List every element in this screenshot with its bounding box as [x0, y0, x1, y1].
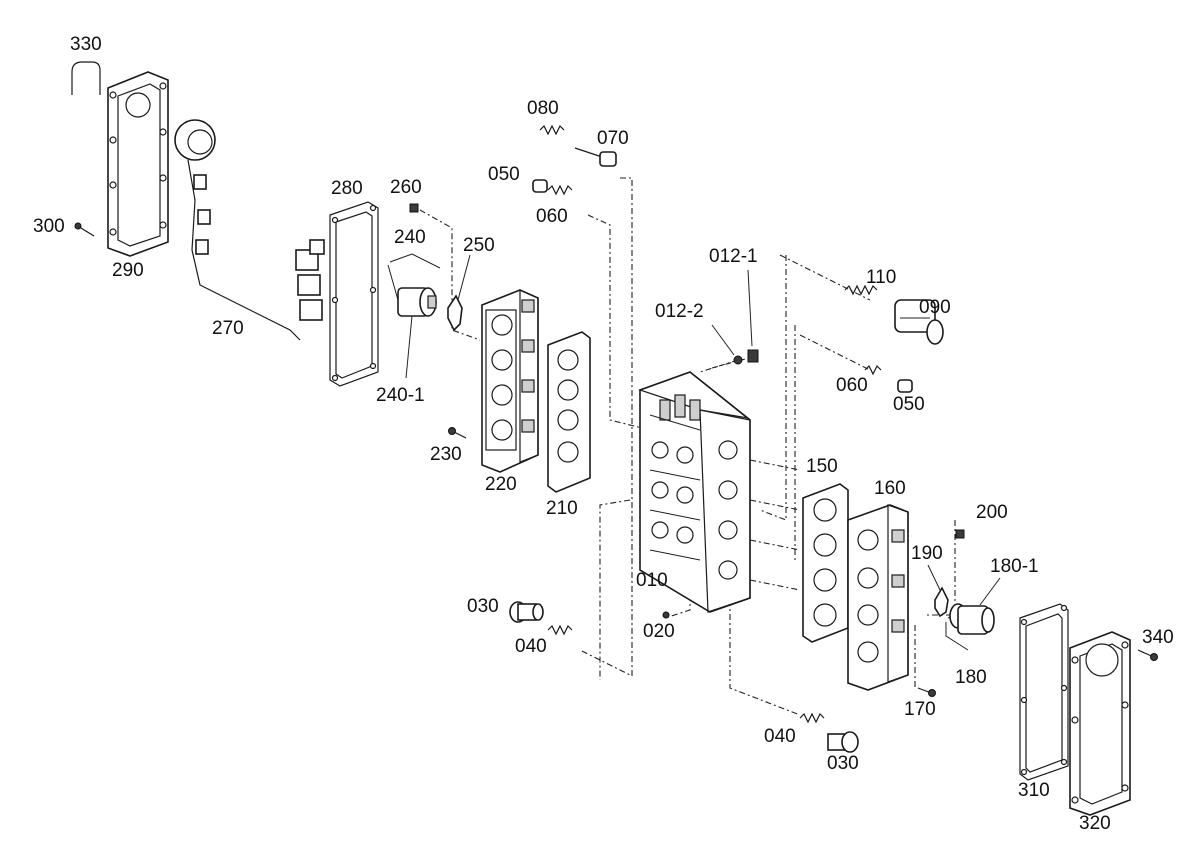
part-050-plug-right — [897, 379, 913, 393]
label-012-2: 012-2 — [655, 301, 704, 322]
label-030-left: 030 — [467, 596, 499, 617]
label-040-left: 040 — [515, 636, 547, 657]
part-040-spring-left — [547, 624, 573, 636]
part-200-plug — [955, 529, 965, 539]
part-340-screw — [1137, 649, 1158, 661]
part-290-cover — [107, 71, 169, 257]
part-240-solenoid — [387, 253, 441, 379]
label-160: 160 — [874, 478, 906, 499]
assembly-lines — [419, 177, 956, 716]
label-310: 310 — [1018, 780, 1050, 801]
label-260: 260 — [390, 177, 422, 198]
part-170-screw — [917, 687, 936, 697]
part-030-plug-right — [827, 731, 859, 753]
part-300-screw — [74, 222, 95, 237]
part-320-cover — [1069, 631, 1131, 816]
part-210-plate — [547, 331, 591, 493]
part-230-screw — [448, 427, 467, 439]
part-180-solenoid — [945, 577, 1001, 651]
part-270-harness — [174, 119, 325, 341]
part-012-2-ball — [711, 324, 743, 365]
label-320: 320 — [1079, 813, 1111, 834]
part-number-labels: 330 300 290 270 280 260 240 250 240-1 23… — [33, 34, 1174, 834]
label-290: 290 — [112, 260, 144, 281]
label-050-right: 050 — [893, 394, 925, 415]
label-210: 210 — [546, 498, 578, 519]
label-330: 330 — [70, 34, 102, 55]
part-090-plunger — [894, 299, 944, 345]
label-110: 110 — [866, 267, 896, 288]
part-160-housing — [847, 504, 909, 691]
label-340: 340 — [1142, 627, 1174, 648]
part-310-gasket — [1019, 603, 1069, 781]
label-030-right: 030 — [827, 753, 859, 774]
part-220-housing — [481, 289, 539, 473]
label-280: 280 — [331, 178, 363, 199]
label-150: 150 — [806, 456, 838, 477]
part-012-1-ball — [747, 269, 759, 363]
label-020: 020 — [643, 621, 675, 642]
label-170: 170 — [904, 699, 936, 720]
label-080: 080 — [527, 98, 559, 119]
part-020-pin — [662, 611, 670, 619]
part-030-plug-left — [509, 601, 544, 623]
part-010-valve-body — [638, 371, 751, 613]
part-060-spring-right — [864, 364, 882, 376]
label-012-1: 012-1 — [709, 246, 758, 267]
label-060-right: 060 — [836, 375, 868, 396]
label-300: 300 — [33, 216, 65, 237]
label-180: 180 — [955, 667, 987, 688]
label-070: 070 — [597, 128, 629, 149]
part-190-clip — [927, 564, 949, 618]
part-060-spring-upper — [547, 184, 573, 196]
label-250: 250 — [463, 235, 495, 256]
part-110-spring — [844, 284, 878, 296]
label-270: 270 — [212, 318, 244, 339]
label-230: 230 — [430, 444, 462, 465]
label-040-right: 040 — [764, 726, 796, 747]
label-060-upper: 060 — [536, 206, 568, 227]
part-040-spring-right — [799, 712, 825, 724]
label-180-1: 180-1 — [990, 556, 1039, 577]
label-240-1: 240-1 — [376, 385, 425, 406]
label-050-upper: 050 — [488, 164, 520, 185]
label-190: 190 — [911, 543, 943, 564]
label-220: 220 — [485, 474, 517, 495]
label-200: 200 — [976, 502, 1008, 523]
part-070-valve — [574, 147, 617, 167]
label-010: 010 — [636, 570, 668, 591]
part-150-plate — [802, 483, 849, 643]
part-080-spring — [539, 124, 565, 136]
part-330-clip — [71, 61, 101, 95]
part-260-plug — [409, 203, 419, 213]
part-050-plug-upper — [532, 179, 548, 193]
label-090: 090 — [919, 297, 951, 318]
label-240: 240 — [394, 227, 426, 248]
part-250-clip — [447, 254, 471, 332]
part-280-gasket — [329, 201, 379, 387]
